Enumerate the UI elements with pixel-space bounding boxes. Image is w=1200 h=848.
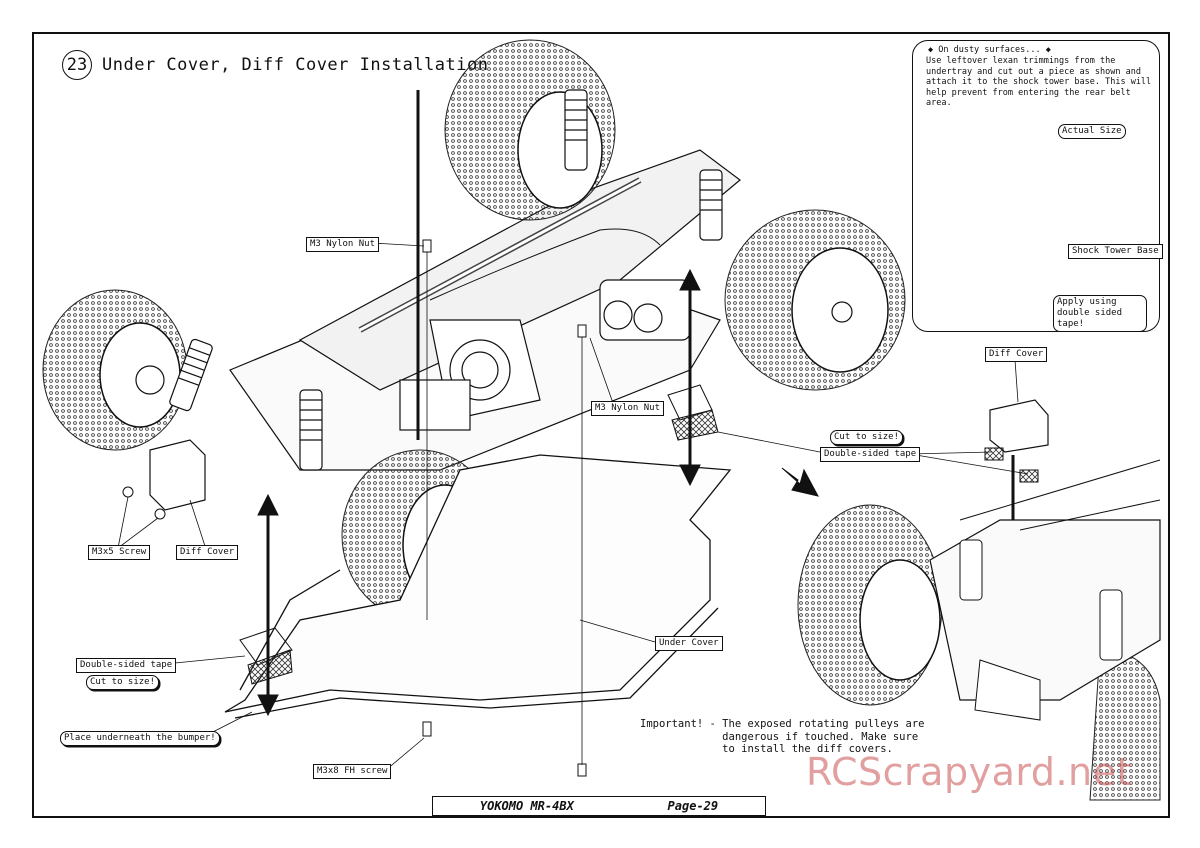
wheel-rear-top — [444, 39, 616, 221]
tape-piece-rear — [667, 384, 719, 441]
page-footer: YOKOMO MR-4BX Page-29 — [432, 796, 766, 816]
step-number: 23 — [62, 50, 92, 80]
double-sided-tape-front-label: Double-sided tape — [76, 658, 177, 673]
shock-icon — [169, 89, 723, 471]
m3-nylon-nut-label-b: M3 Nylon Nut — [591, 401, 665, 416]
cut-to-size-rear-label: Cut to size! — [830, 430, 904, 445]
m3-nylon-nut-label-a: M3 Nylon Nut — [306, 237, 380, 252]
inset-text: Use leftover lexan trimmings from the un… — [926, 56, 1152, 108]
m3x8-fh-screw-label: M3x8 FH screw — [313, 764, 392, 779]
cut-to-size-front-label: Cut to size! — [86, 675, 160, 690]
under-cover-part — [224, 454, 732, 719]
step-title: Under Cover, Diff Cover Installation — [102, 55, 489, 75]
shock-tower-base-label: Shock Tower Base — [1068, 244, 1163, 259]
apply-tape-label: Apply using double sided tape! — [1053, 295, 1147, 332]
m3x5-screw-label: M3x5 Screw — [88, 545, 151, 560]
diff-cover-front-part — [149, 439, 206, 511]
watermark: RCScrapyard.net — [806, 750, 1132, 794]
rear-view-assembly — [797, 399, 1161, 801]
under-cover-label: Under Cover — [655, 636, 723, 651]
footer-model: YOKOMO MR-4BX — [479, 799, 574, 813]
wheel-front-left — [42, 289, 188, 451]
dusty-surfaces-inset — [912, 40, 1160, 332]
place-underneath-label: Place underneath the bumper! — [60, 731, 220, 746]
diff-cover-front-label: Diff Cover — [176, 545, 239, 560]
footer-page: Page-29 — [667, 799, 719, 813]
important-note: Important! - The exposed rotating pulley… — [640, 718, 925, 755]
page-frame — [32, 32, 1170, 818]
wheel-rear-right — [724, 209, 906, 391]
inset-heading: ◆ On dusty surfaces... ◆ — [928, 45, 1051, 55]
actual-size-label: Actual Size — [1058, 124, 1126, 139]
diff-cover-rear-label: Diff Cover — [985, 347, 1048, 362]
chassis-main — [229, 90, 741, 471]
tape-piece-front — [239, 627, 293, 685]
screw-icon — [422, 252, 587, 777]
screw-icon — [122, 486, 166, 520]
double-sided-tape-rear-label: Double-sided tape — [820, 447, 921, 462]
step-header: 23 Under Cover, Diff Cover Installation — [62, 50, 488, 80]
